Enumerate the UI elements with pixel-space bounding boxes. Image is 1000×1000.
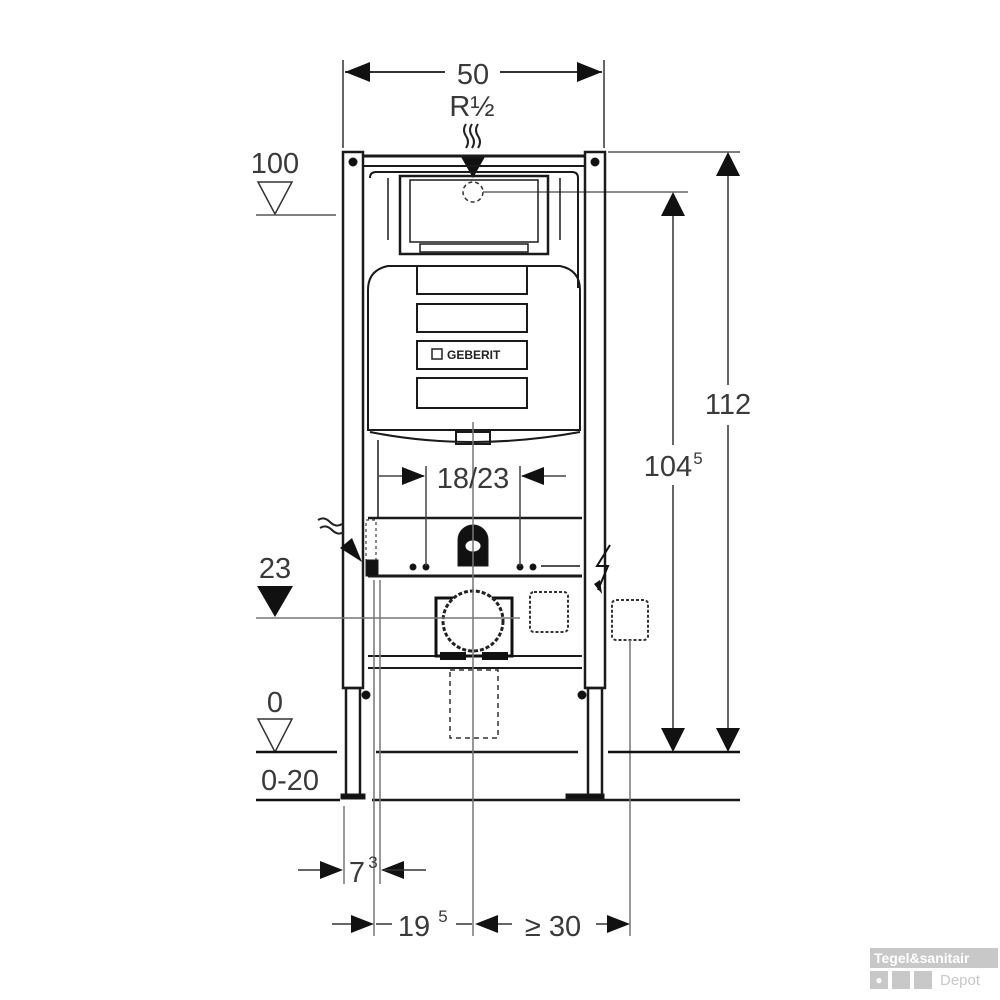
brand-logo: GEBERIT [431, 348, 501, 362]
dimension-width-50: 50 R½ [342, 59, 605, 148]
dimension-depth-7-3: 7 3 [298, 853, 426, 889]
dimension-height-112: 112 [608, 151, 751, 752]
water-inlet-icon [460, 123, 688, 203]
installation-frame [340, 150, 740, 802]
svg-text:≥ 30: ≥ 30 [525, 911, 581, 943]
svg-text:100: 100 [251, 148, 299, 180]
svg-text:23: 23 [259, 553, 291, 585]
watermark-square [892, 971, 910, 989]
waste-pipe-connection [434, 589, 649, 739]
watermark-line2: Depot [940, 971, 981, 989]
electric-icon [594, 544, 611, 594]
level-marker-23: 23 [257, 553, 293, 617]
centerlines [256, 422, 631, 936]
watermark: Tegel&sanitair ● Depot [870, 948, 998, 998]
svg-text:GEBERIT: GEBERIT [447, 348, 501, 362]
svg-text:3: 3 [368, 853, 377, 872]
svg-text:7: 7 [349, 857, 365, 889]
dimension-flush-plate: 18/23 [378, 463, 566, 566]
dimension-offset-19-5: 19 5 [332, 907, 472, 943]
side-water-inlet-icon [317, 517, 362, 562]
svg-text:0: 0 [267, 687, 283, 719]
svg-text:5: 5 [693, 449, 702, 468]
water-connection-label: R½ [449, 91, 494, 123]
watermark-square [914, 971, 932, 989]
svg-text:19: 19 [398, 911, 430, 943]
dimension-height-104-5: 104 5 [644, 192, 703, 752]
svg-text:112: 112 [705, 389, 751, 421]
level-range-label: 0-20 [261, 765, 319, 797]
level-marker-100: 100 [251, 148, 336, 216]
svg-text:104: 104 [644, 451, 692, 483]
watermark-line1: Tegel&sanitair [870, 948, 998, 968]
drop-icon: ● [870, 971, 888, 989]
svg-text:5: 5 [438, 907, 447, 926]
width-label: 50 [457, 59, 489, 91]
dimension-min-distance-30: ≥ 30 [475, 911, 630, 943]
level-marker-0: 0 0-20 [256, 687, 740, 802]
flush-plate-label: 18/23 [437, 463, 510, 495]
